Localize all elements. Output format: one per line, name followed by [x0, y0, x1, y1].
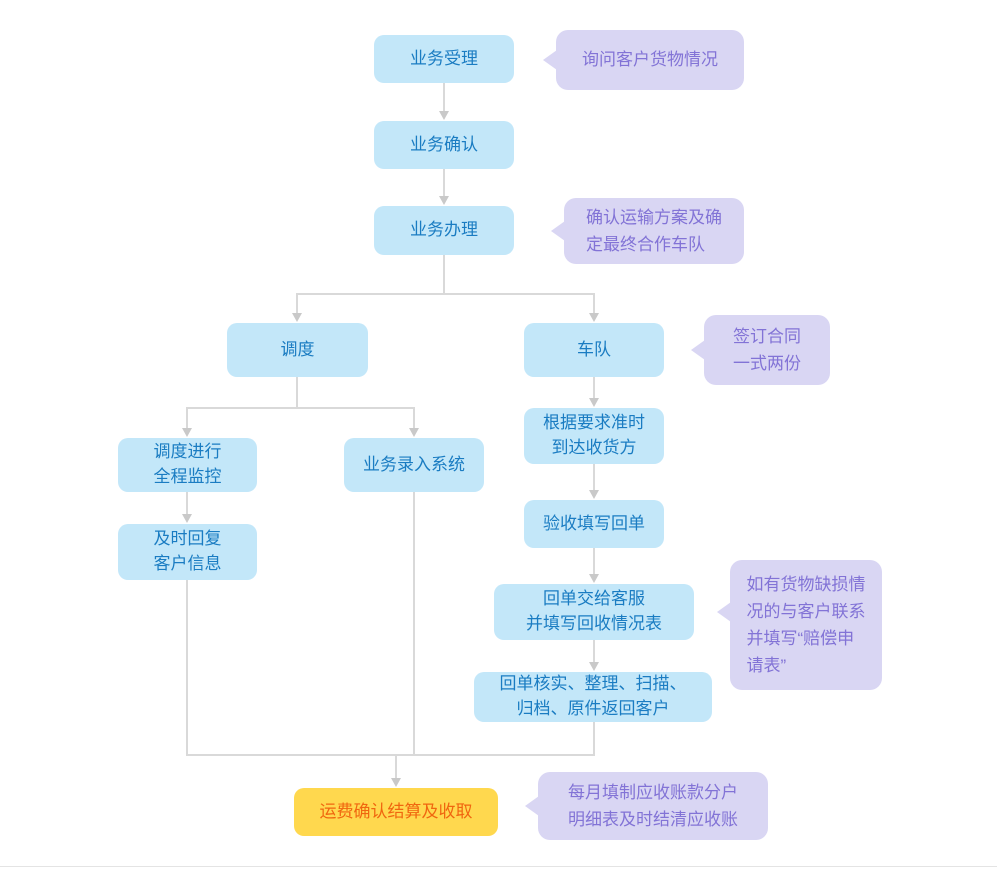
node-label: 回单核实、整理、扫描、 归档、原件返回客户 [499, 674, 687, 718]
node-label: 业务确认 [410, 134, 478, 154]
callout-confirm-transport-plan: 确认运输方案及确 定最终合作车队 [551, 198, 744, 264]
node-dispatch: 调度 [227, 323, 368, 377]
node-label: 业务办理 [410, 220, 478, 240]
node-label: 及时回复 客户信息 [153, 529, 222, 573]
node-inspect-fill-receipt: 验收填写回单 [524, 500, 664, 548]
node-business-handling: 业务办理 [374, 206, 514, 255]
node-label: 业务受理 [410, 48, 478, 68]
callout-ask-customer-cargo: 询问客户货物情况 [543, 30, 744, 90]
node-business-system-entry: 业务录入系统 [344, 438, 484, 492]
callout-tail-left [525, 796, 539, 816]
node-label: 业务录入系统 [363, 454, 465, 474]
callout-text: 如有货物缺损情 况的与客户联系 并填写“赔偿申 请表” [746, 574, 866, 676]
node-label: 验收填写回单 [543, 513, 645, 533]
callout-text: 确认运输方案及确 定最终合作车队 [586, 207, 722, 254]
callout-tail-left [543, 50, 557, 70]
node-business-confirmation: 业务确认 [374, 121, 514, 169]
node-freight-settlement-collection: 运费确认结算及收取 [294, 788, 498, 836]
node-full-process-monitoring: 调度进行 全程监控 [118, 438, 257, 492]
callout-cargo-damage-claim: 如有货物缺损情 况的与客户联系 并填写“赔偿申 请表” [717, 560, 882, 690]
callout-text: 签订合同 一式两份 [733, 326, 801, 373]
node-label: 调度进行 全程监控 [153, 442, 222, 486]
node-business-acceptance: 业务受理 [374, 35, 514, 83]
node-receipt-to-customer-service: 回单交给客服 并填写回收情况表 [494, 584, 694, 640]
node-label: 回单交给客服 并填写回收情况表 [526, 589, 662, 633]
callout-tail-left [717, 602, 731, 622]
node-label: 调度 [280, 339, 315, 359]
callout-text: 每月填制应收账款分户 明细表及时结清应收账 [568, 782, 738, 829]
node-label: 运费确认结算及收取 [319, 801, 473, 821]
node-label: 根据要求准时 到达收货方 [543, 413, 645, 457]
callout-text: 询问客户货物情况 [582, 50, 718, 70]
node-timely-customer-reply: 及时回复 客户信息 [118, 524, 257, 580]
callout-tail-left [551, 221, 565, 241]
callout-sign-contract-duplicate: 签订合同 一式两份 [691, 315, 830, 385]
node-fleet: 车队 [524, 323, 664, 377]
node-label: 车队 [577, 339, 611, 359]
callout-monthly-receivables: 每月填制应收账款分户 明细表及时结清应收账 [525, 772, 768, 840]
node-receipt-verify-archive: 回单核实、整理、扫描、 归档、原件返回客户 [474, 672, 712, 722]
node-arrive-consignee-on-time: 根据要求准时 到达收货方 [524, 408, 664, 464]
callout-tail-left [691, 340, 705, 360]
